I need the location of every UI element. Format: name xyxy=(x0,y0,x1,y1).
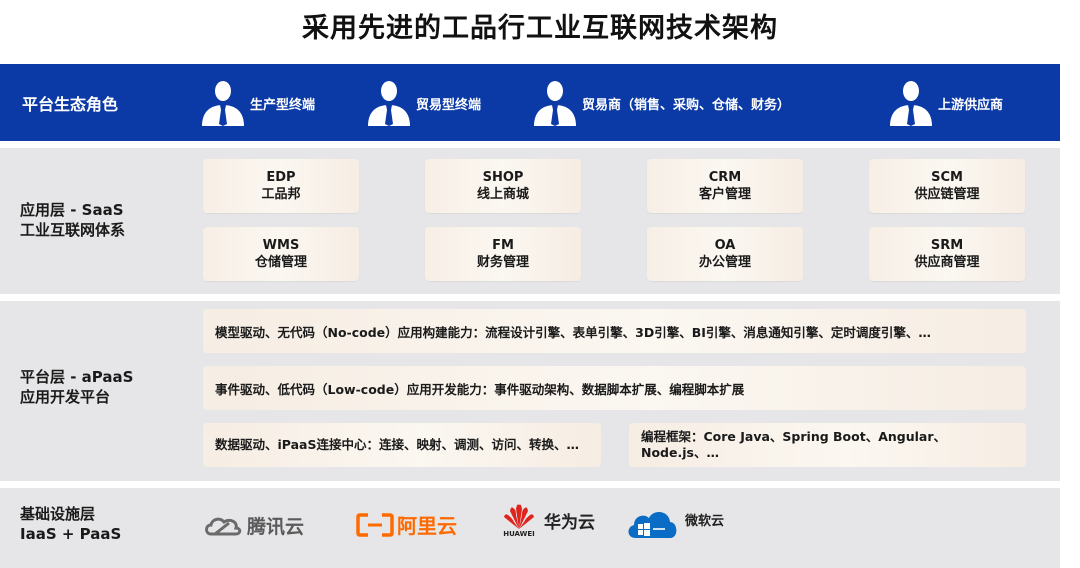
iaas-layer: 基础设施层 IaaS + PaaS 腾讯云 阿里云 xyxy=(0,488,1060,568)
role-trading-terminal: 贸易型终端 xyxy=(366,78,481,126)
aliyun-icon xyxy=(356,512,394,537)
app-card-fm: FM 财务管理 xyxy=(425,227,581,281)
role-label: 贸易型终端 xyxy=(416,97,482,113)
nocode-capability-card: 模型驱动、无代码（No-code）应用构建能力：流程设计引擎、表单引擎、3D引擎… xyxy=(203,309,1026,353)
tencent-cloud-icon xyxy=(205,517,242,535)
saas-layer-label: 应用层 - SaaS 工业互联网体系 xyxy=(20,201,126,239)
role-production-terminal: 生产型终端 xyxy=(200,78,315,126)
app-card-edp: EDP 工品邦 xyxy=(203,159,359,213)
azure-icon xyxy=(628,512,677,538)
aliyun-logo: 阿里云 xyxy=(356,510,457,539)
azure-logo: 微软云 xyxy=(625,506,724,540)
role-trader: 贸易商（销售、采购、仓储、财务） xyxy=(532,78,790,126)
role-upstream-supplier: 上游供应商 xyxy=(888,78,1003,126)
saas-layer: 应用层 - SaaS 工业互联网体系 EDP 工品邦 SHOP 线上商城 CRM… xyxy=(0,148,1060,294)
app-card-oa: OA 办公管理 xyxy=(647,227,803,281)
framework-capability-card: 编程框架：Core Java、Spring Boot、Angular、Node.… xyxy=(629,423,1026,467)
person-icon xyxy=(534,81,576,126)
lowcode-capability-card: 事件驱动、低代码（Low-code）应用开发能力：事件驱动架构、数据脚本扩展、编… xyxy=(203,366,1026,410)
person-icon xyxy=(890,81,932,126)
person-icon xyxy=(202,81,244,126)
ecosystem-roles-bar: 平台生态角色 生产型终端 贸易型终端 贸易商（销售、采购、仓储、财务） xyxy=(0,64,1060,141)
ipaas-capability-card: 数据驱动、iPaaS连接中心：连接、映射、调测、访问、转换、… xyxy=(203,423,601,467)
huawei-cloud-logo: HUAWEI 华为云 xyxy=(502,503,595,538)
role-label: 生产型终端 xyxy=(250,97,316,113)
person-icon xyxy=(368,81,410,126)
paas-layer-label: 平台层 - aPaaS 应用开发平台 xyxy=(20,368,134,406)
role-label: 上游供应商 xyxy=(938,97,1004,113)
iaas-layer-label: 基础设施层 IaaS + PaaS xyxy=(20,505,122,543)
paas-layer: 平台层 - aPaaS 应用开发平台 模型驱动、无代码（No-code）应用构建… xyxy=(0,301,1060,481)
huawei-wordmark: HUAWEI xyxy=(503,530,535,538)
page-title: 采用先进的工品行工业互联网技术架构 xyxy=(302,13,778,44)
roles-label: 平台生态角色 xyxy=(22,95,119,114)
app-card-srm: SRM 供应商管理 xyxy=(869,227,1025,281)
tencent-cloud-logo: 腾讯云 xyxy=(203,512,304,539)
app-card-scm: SCM 供应链管理 xyxy=(869,159,1025,213)
app-card-crm: CRM 客户管理 xyxy=(647,159,803,213)
huawei-icon xyxy=(504,504,534,529)
app-card-shop: SHOP 线上商城 xyxy=(425,159,581,213)
app-card-wms: WMS 仓储管理 xyxy=(203,227,359,281)
role-label: 贸易商（销售、采购、仓储、财务） xyxy=(582,97,791,113)
